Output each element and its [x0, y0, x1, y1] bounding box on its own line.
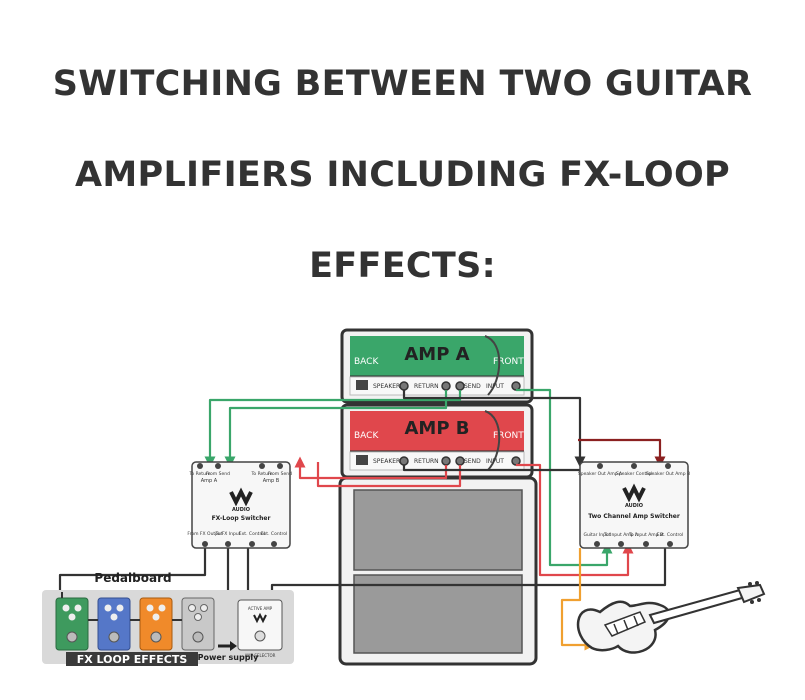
amp-a-name: AMP A	[404, 344, 469, 365]
amp-sw-speaker-control: Speaker Control	[616, 471, 652, 477]
fx-switcher-brand: AUDIO	[232, 507, 250, 513]
fx-switcher-logo-icon	[229, 487, 253, 507]
cable-amp-b-input	[516, 463, 634, 577]
fx-jack-to-fx-input: To FX Input	[215, 531, 241, 537]
cable-amp-a-speaker	[402, 390, 586, 468]
fx-jack-to-return-a: To Return	[188, 471, 210, 477]
cable-amp-b-return	[294, 456, 448, 480]
amp-b-return-jack	[441, 456, 451, 466]
fx-jack-from-fx-output: From FX Output	[187, 531, 223, 537]
power-supply-label: Power supply	[198, 653, 260, 662]
amp-a-send-label: SEND	[464, 383, 481, 390]
title-line-2: AMPLIFIERS INCLUDING FX-LOOP	[74, 155, 730, 195]
amp-a-input-jack	[511, 381, 521, 391]
amp-sw-guitar-input: Guitar Input	[583, 532, 610, 538]
speaker-cabinet	[338, 476, 538, 666]
fx-jack-to-return-b: To Return	[250, 471, 272, 477]
fx-loop-effects-label: FX LOOP EFFECTS	[77, 653, 188, 666]
amp-switcher-brand: AUDIO	[625, 503, 643, 509]
amp-sw-ext-control: Ext. Control	[657, 532, 683, 538]
fx-group-amp-a: Amp A	[201, 478, 218, 484]
cable-amp-b-send	[316, 462, 462, 488]
fx-group-amp-b: Amp B	[263, 478, 280, 484]
amp-b-speaker-jack	[399, 456, 409, 466]
amp-sw-to-input-b: To Input Amp B	[628, 532, 663, 538]
amp-b-send-label: SEND	[464, 458, 481, 465]
amp-switcher-name: Two Channel Amp Switcher	[588, 513, 680, 520]
amp-b-input-label: INPUT	[486, 458, 504, 465]
amp-switcher: Speaker Out Amp A Speaker Control Speake…	[578, 461, 690, 549]
fx-jack-from-send-b: From Send	[268, 471, 292, 477]
amp-a-back-label: BACK	[354, 357, 379, 367]
pedalboard-label: Pedalboard	[94, 571, 171, 585]
cable-amp-a-send	[204, 390, 462, 468]
amp-a: BACK AMP A FRONT SPEAKER RETURN SEND INP…	[340, 328, 534, 404]
fx-jack-from-send-a: From Send	[206, 471, 230, 477]
amp-a-send-jack	[455, 381, 465, 391]
amp-a-front-label: FRONT	[493, 357, 524, 367]
electric-guitar-icon	[576, 581, 766, 654]
amp-a-return-label: RETURN	[414, 383, 439, 390]
fx-jack-ext-control-1: Ext. Control	[239, 531, 265, 537]
amp-b-input-jack	[511, 456, 521, 466]
fx-loop-switcher: To Return From Send To Return From Send …	[187, 461, 292, 549]
amp-sw-speaker-out-b: Speaker Out Amp B	[646, 471, 690, 477]
amp-switcher-logo-icon	[622, 483, 646, 503]
selector-label: AMP SELECTOR	[245, 653, 276, 658]
amp-b-front-label: FRONT	[493, 431, 524, 441]
selector-active-label: ACTIVE AMP	[248, 606, 273, 611]
cable-amp-a-input	[516, 388, 613, 567]
amp-a-return-jack	[441, 381, 451, 391]
fx-switcher-name: FX-Loop Switcher	[212, 515, 271, 522]
pedal-green	[55, 597, 89, 651]
pedal-blue	[97, 597, 131, 651]
cable-fx-output	[54, 548, 207, 606]
amp-a-input-label: INPUT	[486, 383, 504, 390]
amp-b-name: AMP B	[404, 418, 469, 439]
amp-selector-footswitch: ACTIVE AMP AMP SELECTOR	[237, 599, 283, 658]
amp-sw-to-input-a: To Input Amp A	[603, 532, 639, 538]
amp-b-speaker-label: SPEAKER	[373, 458, 400, 465]
amp-b-back-label: BACK	[354, 431, 379, 441]
cable-guitar	[560, 548, 596, 651]
cable-speaker-control	[578, 438, 666, 468]
selector-logo-icon	[253, 612, 267, 624]
amp-a-speaker-jack	[399, 381, 409, 391]
title-line-3: EFFECTS:	[309, 246, 496, 286]
amp-b-return-label: RETURN	[414, 458, 439, 465]
pedal-gray	[181, 597, 215, 651]
amp-a-speaker-label: SPEAKER	[373, 383, 400, 390]
amp-sw-speaker-out-a: Speaker Out Amp A	[578, 471, 623, 477]
title-line-1: SWITCHING BETWEEN TWO GUITAR	[52, 64, 753, 104]
amp-b-send-jack	[455, 456, 465, 466]
pedal-orange	[139, 597, 173, 651]
fx-jack-ext-control-2: Ext. Control	[261, 531, 287, 537]
amp-b: BACK AMP B FRONT SPEAKER RETURN SEND INP…	[340, 403, 534, 479]
pedalboard: Pedalboard ACTIVE AMP	[42, 571, 294, 666]
